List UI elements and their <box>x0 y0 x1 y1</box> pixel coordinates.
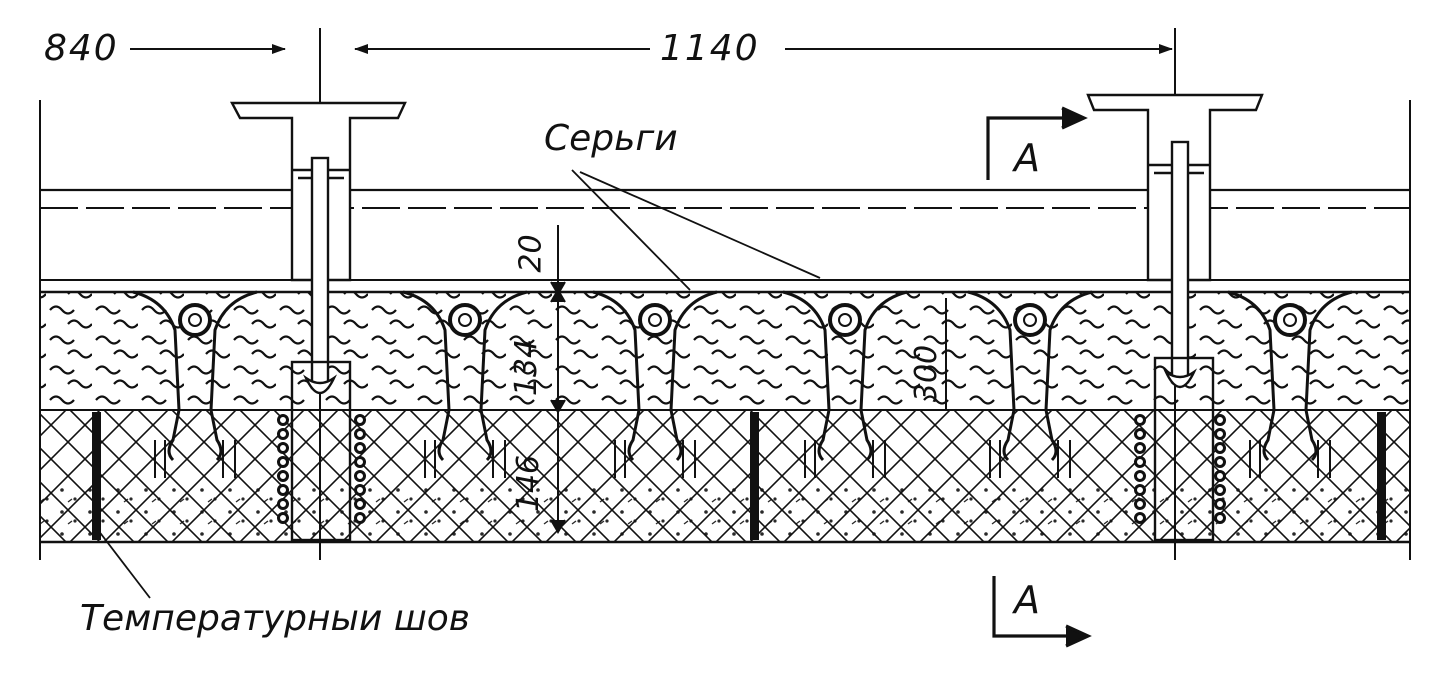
bead <box>277 414 289 426</box>
bead <box>354 442 366 454</box>
earring-pin <box>458 313 472 327</box>
hanger-rod-right <box>1153 140 1215 542</box>
bead <box>277 470 289 482</box>
insulation-layer <box>39 291 1411 411</box>
bead <box>1214 442 1226 454</box>
bead <box>354 456 366 468</box>
earring-loops <box>178 303 1307 337</box>
earring-pin <box>648 313 662 327</box>
earring-pin <box>188 313 202 327</box>
section-mark-bottom <box>992 576 1092 648</box>
bead <box>277 428 289 440</box>
bead <box>1134 414 1146 426</box>
bead <box>277 484 289 496</box>
block-neck <box>782 290 908 478</box>
dimension-146: 146 <box>511 454 547 513</box>
dimension-20: 20 <box>513 234 549 273</box>
block-neck <box>1227 290 1353 478</box>
bead <box>1134 442 1146 454</box>
bead <box>354 484 366 496</box>
section-mark-top <box>986 106 1088 180</box>
section-label-top: A <box>1014 136 1040 180</box>
bead <box>354 470 366 482</box>
block-neck <box>967 290 1093 478</box>
earring-pin <box>1283 313 1297 327</box>
bead-joints <box>277 414 1226 524</box>
earrings-label: Серьги <box>544 118 678 159</box>
refractory-dotted-band <box>40 486 1410 542</box>
bead <box>354 414 366 426</box>
bead <box>1214 470 1226 482</box>
bead <box>1134 512 1146 524</box>
bead <box>1214 498 1226 510</box>
bead <box>1214 484 1226 496</box>
suspended-blocks <box>132 290 1353 478</box>
vertical-dimensions <box>550 225 947 534</box>
dimension-840: 840 <box>44 28 119 69</box>
earrings-leaders <box>571 169 821 291</box>
dimension-300: 300 <box>909 344 945 403</box>
bead <box>354 512 366 524</box>
block-neck <box>132 290 258 478</box>
bead <box>354 498 366 510</box>
earring-pin <box>1023 313 1037 327</box>
bead <box>1214 456 1226 468</box>
bead <box>1134 498 1146 510</box>
bead <box>277 456 289 468</box>
expansion-joint-label: Температурныи шов <box>80 598 471 639</box>
bead <box>1134 428 1146 440</box>
earring-pin <box>838 313 852 327</box>
bead <box>1214 414 1226 426</box>
bead <box>1134 456 1146 468</box>
bead <box>1134 470 1146 482</box>
section-label-bottom: A <box>1014 578 1040 622</box>
expansion-joints <box>92 412 1386 540</box>
block-neck <box>592 290 718 478</box>
bead <box>277 512 289 524</box>
expansion-joint-leader <box>97 529 151 599</box>
bead <box>277 498 289 510</box>
bead <box>1134 484 1146 496</box>
block-neck <box>402 290 528 478</box>
bead <box>277 442 289 454</box>
dimension-1140: 1140 <box>660 28 760 69</box>
dimension-134: 134 <box>509 338 545 397</box>
bead <box>354 428 366 440</box>
hanger-rod-left <box>290 156 352 542</box>
bead <box>1214 512 1226 524</box>
bead <box>1214 428 1226 440</box>
